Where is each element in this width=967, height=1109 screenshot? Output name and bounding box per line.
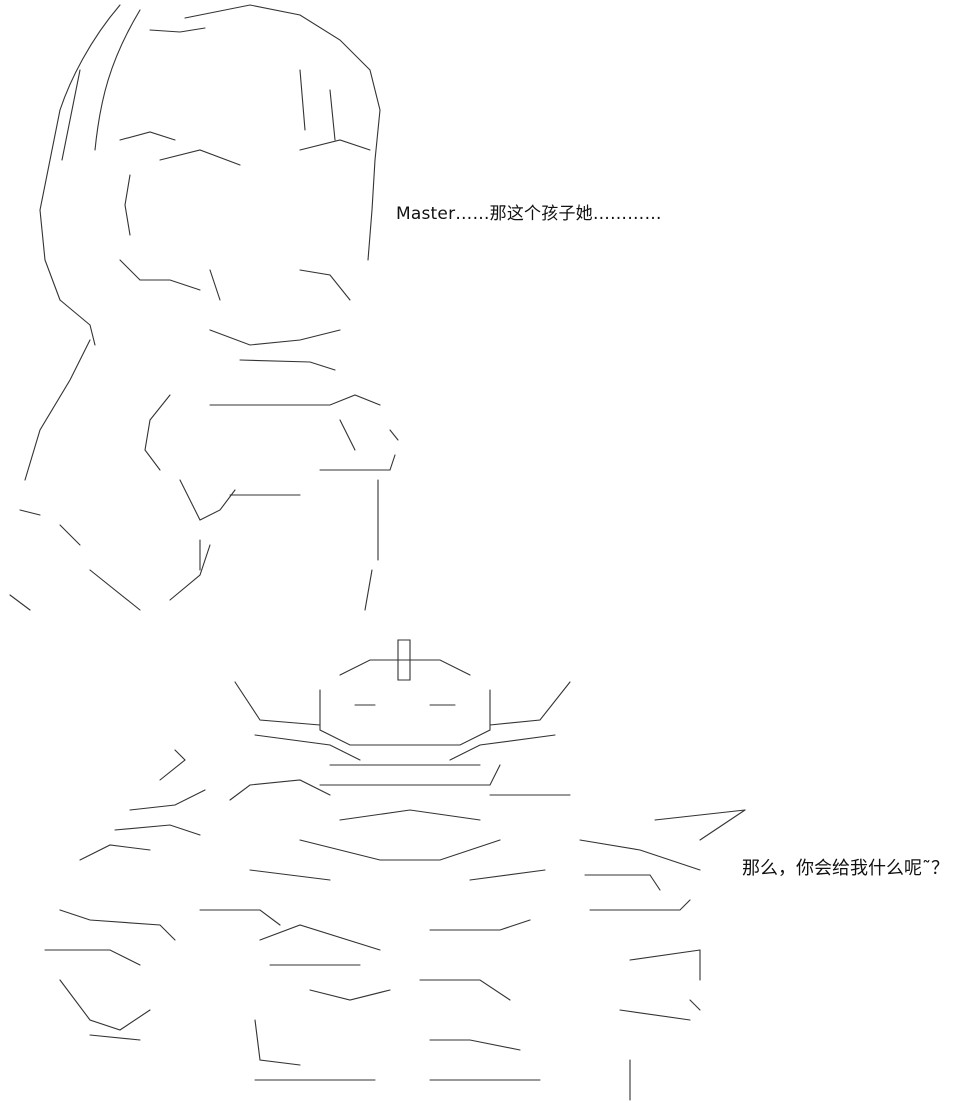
- ascii-art-character-holding-object: [9, 4, 399, 611]
- shoulder-left: [229, 779, 331, 801]
- object-top: [209, 329, 341, 346]
- brow-right: [449, 734, 556, 761]
- chest-line: [299, 839, 501, 861]
- chin-line: [319, 764, 501, 786]
- hair-line-left: [59, 4, 121, 111]
- ascii-art-armored-figure: [44, 639, 746, 1101]
- hair-right-side: [367, 109, 381, 261]
- abdomen-left: [199, 909, 281, 926]
- brow-left: [254, 734, 361, 761]
- hand-left-low: [79, 844, 151, 861]
- claw-top: [159, 749, 186, 781]
- cheek-right: [299, 269, 351, 301]
- gauntlet-right-bottom: [619, 1009, 691, 1021]
- gauntlet-bottom: [89, 1034, 141, 1041]
- hair-strand: [149, 27, 206, 33]
- leg-right: [429, 1039, 521, 1051]
- hand-left-mid: [114, 824, 201, 836]
- arm-detail: [19, 509, 41, 516]
- hand-left: [144, 394, 171, 471]
- body-line: [89, 569, 141, 611]
- body-line-2: [169, 544, 211, 601]
- neck: [209, 269, 221, 301]
- forearm-base: [44, 949, 141, 966]
- bottom-panel: 那么，你会给我什么呢˜？: [0, 620, 967, 1109]
- hand-left-top: [129, 789, 206, 811]
- arm-right: [579, 839, 701, 871]
- helmet-face: [319, 689, 491, 746]
- hair-line: [94, 9, 141, 151]
- object-right: [339, 419, 356, 451]
- abdomen-right: [429, 919, 531, 931]
- arm-detail-2: [59, 524, 81, 546]
- hair-strand-2: [61, 69, 81, 161]
- hip-right: [419, 979, 511, 1001]
- hair-strand-4: [329, 89, 336, 141]
- speech-line-1: Master……那这个孩子她…………: [396, 204, 662, 224]
- hair-top: [184, 4, 381, 111]
- hair-strand-3: [299, 69, 306, 131]
- shoulder-left: [59, 299, 96, 346]
- chest-top: [339, 809, 481, 821]
- belt-bottom: [309, 989, 391, 1001]
- gauntlet-right: [629, 949, 701, 961]
- hand-lower: [179, 479, 236, 521]
- speech-line-2: 那么，你会给我什么呢˜？: [742, 858, 949, 879]
- object-base: [319, 454, 396, 471]
- crest: [397, 639, 411, 681]
- top-panel: Master……那这个孩子她…………: [9, 4, 662, 611]
- leg-left: [254, 1019, 301, 1066]
- eye-line: [159, 149, 241, 166]
- weapon-top: [654, 809, 746, 821]
- gauntlet-left: [59, 979, 151, 1031]
- arm-bottom: [9, 594, 31, 611]
- horn-left: [234, 681, 321, 726]
- eye-right: [299, 139, 371, 151]
- arm-right-2: [584, 874, 661, 891]
- forearm-left: [59, 909, 176, 941]
- weapon-blade: [699, 809, 746, 841]
- chest-right: [469, 869, 546, 881]
- face-contour: [124, 174, 131, 236]
- arm-left: [24, 339, 91, 481]
- hair-left-side: [39, 109, 61, 301]
- belt-left: [259, 924, 381, 951]
- arm-edge-2: [689, 999, 701, 1011]
- chest-left: [249, 869, 331, 881]
- eye-left: [119, 131, 176, 141]
- right-line-2: [364, 569, 373, 611]
- object-line: [239, 359, 336, 371]
- mark: [389, 429, 399, 441]
- arm-right-3: [589, 899, 691, 911]
- chin: [119, 259, 201, 291]
- helmet-top: [339, 659, 471, 676]
- object-bar: [209, 394, 381, 406]
- horn-right: [489, 681, 571, 726]
